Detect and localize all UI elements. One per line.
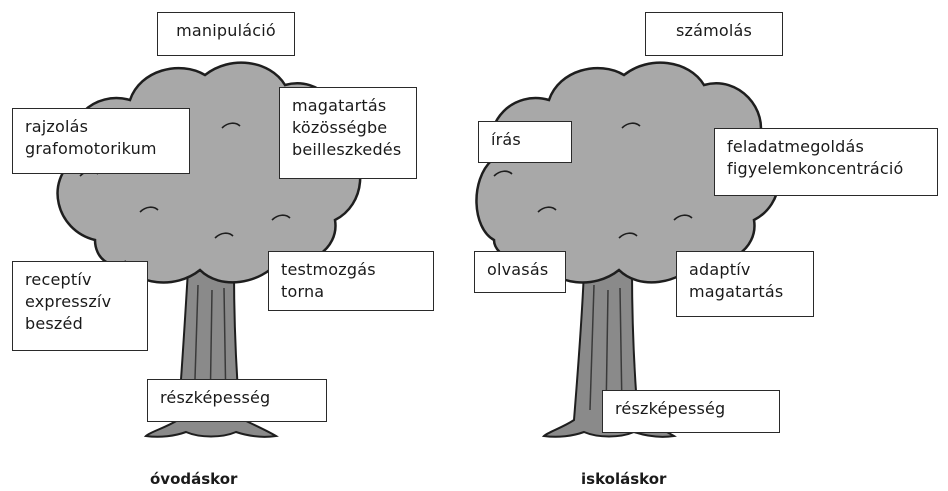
left-label-rajzolas: rajzolás grafomotorikum <box>12 108 190 174</box>
left-label-testmozgas: testmozgás torna <box>268 251 434 311</box>
right-tree: számolás írás feladatmegoldás figyelemko… <box>474 0 948 491</box>
right-label-adaptiv: adaptív magatartás <box>676 251 814 317</box>
right-label-szamolas: számolás <box>645 12 783 56</box>
left-label-magatartas: magatartás közösségbe beilleszkedés <box>279 87 417 179</box>
right-label-olvasas: olvasás <box>474 251 566 293</box>
right-label-iras: írás <box>478 121 572 163</box>
right-label-reszkepesseg: részképesség <box>602 390 780 433</box>
left-caption: óvodáskor <box>150 470 237 488</box>
right-caption: iskoláskor <box>581 470 666 488</box>
right-label-feladatmegoldas: feladatmegoldás figyelemkoncentráció <box>714 128 938 196</box>
left-label-manipulacio: manipuláció <box>157 12 295 56</box>
left-label-reszkepesseg: részképesség <box>147 379 327 422</box>
left-label-receptiv: receptív expresszív beszéd <box>12 261 148 351</box>
left-tree: manipuláció rajzolás grafomotorikum maga… <box>0 0 474 491</box>
